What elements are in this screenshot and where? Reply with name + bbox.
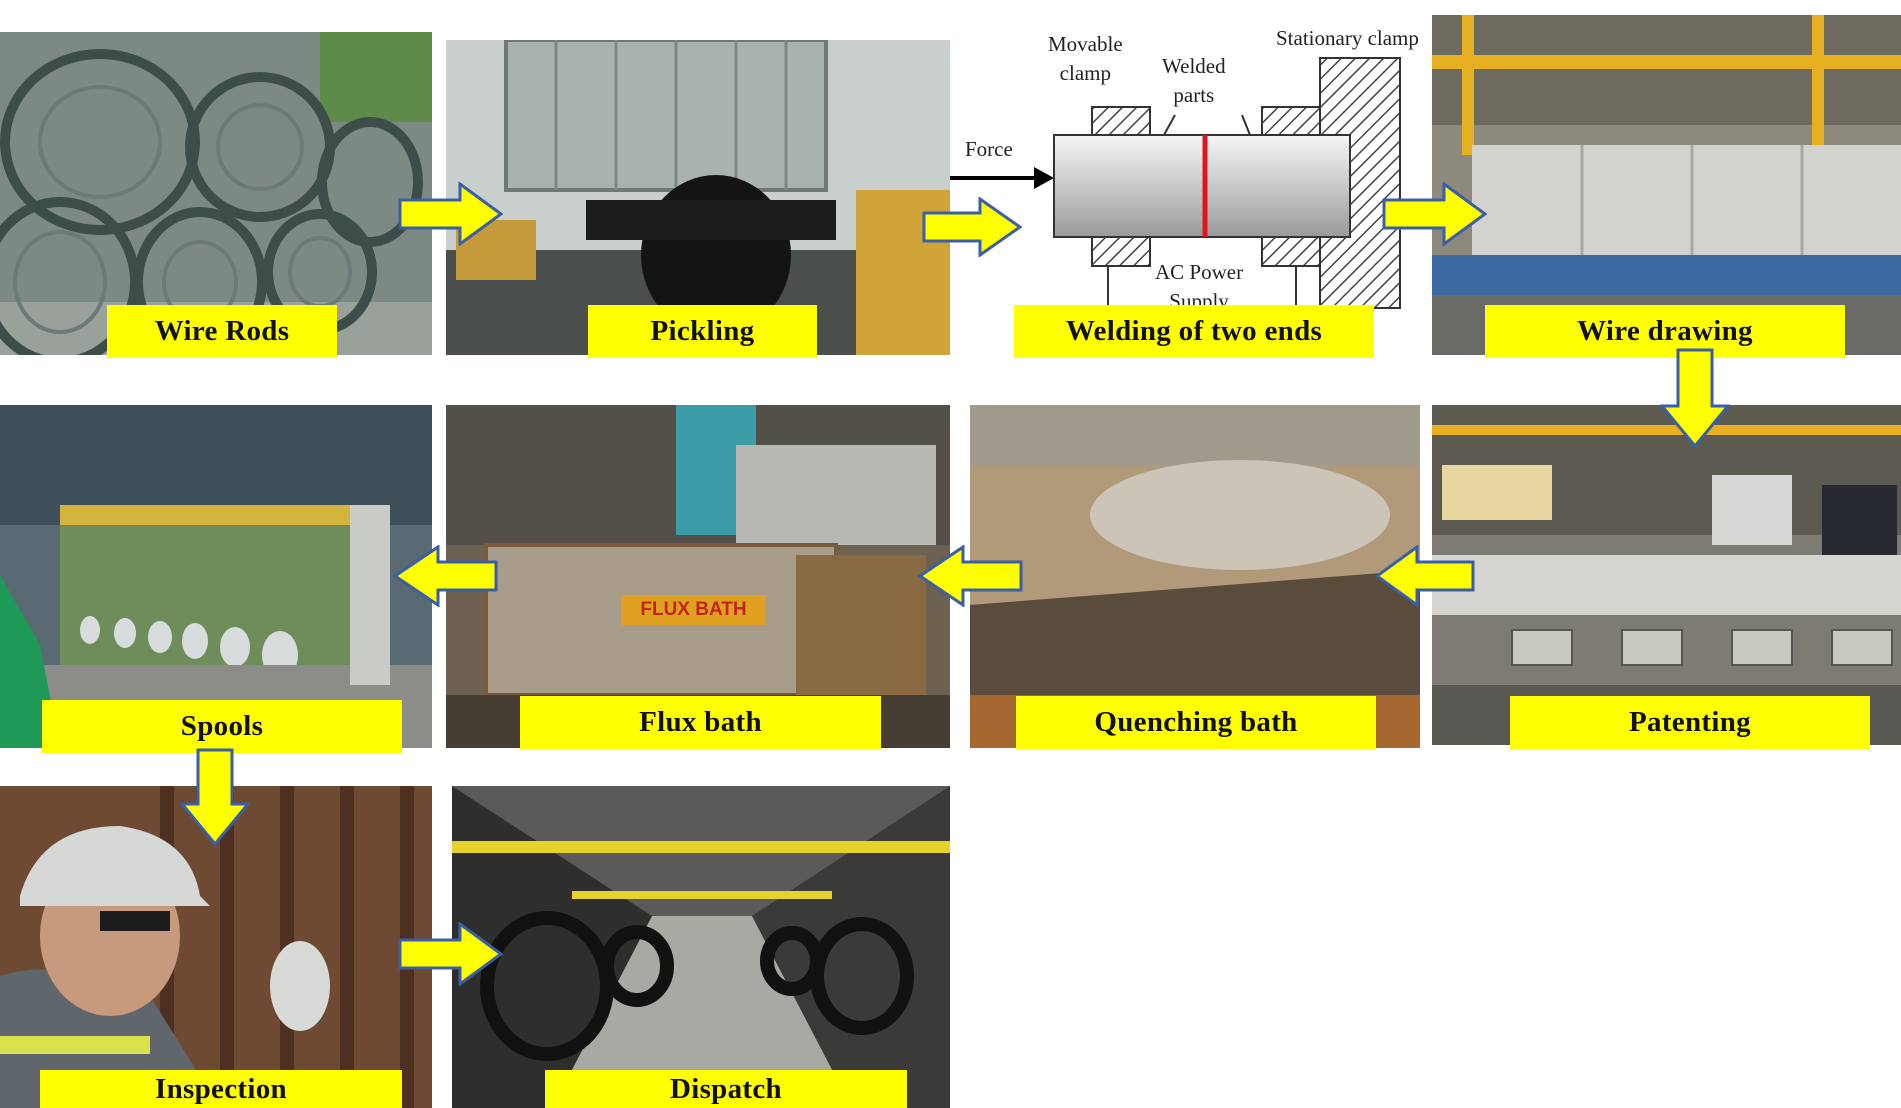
pickling-label: Pickling bbox=[588, 305, 817, 358]
wire-drawing-label: Wire drawing bbox=[1485, 305, 1845, 358]
dispatch-photo bbox=[452, 786, 950, 1108]
patenting-label: Patenting bbox=[1510, 696, 1870, 749]
arrow-right-icon bbox=[922, 197, 1022, 257]
movable-clamp-text: Movable clamp bbox=[1048, 32, 1123, 85]
spools-label: Spools bbox=[42, 700, 402, 753]
spools-photo bbox=[0, 405, 432, 748]
welding-diagram: Movable clamp Welded parts Stationary cl… bbox=[950, 10, 1430, 355]
dispatch-label: Dispatch bbox=[545, 1070, 907, 1108]
welded-parts-text: Welded parts bbox=[1162, 54, 1226, 107]
inspection-label: Inspection bbox=[40, 1070, 402, 1108]
arrow-right-icon bbox=[398, 922, 503, 986]
wire-rods-label: Wire Rods bbox=[107, 305, 337, 358]
arrow-left-icon bbox=[393, 545, 498, 607]
wire-drawing-photo bbox=[1432, 15, 1901, 355]
stationary-clamp-text: Stationary clamp bbox=[1276, 26, 1419, 50]
flux-bath-label: Flux bath bbox=[520, 696, 881, 749]
arrow-right-icon bbox=[398, 182, 503, 246]
flux-sign-text: FLUX BATH bbox=[640, 599, 747, 620]
quenching-bath-label: Quenching bath bbox=[1016, 696, 1376, 749]
force-text: Force bbox=[965, 137, 1013, 161]
arrow-left-icon bbox=[1375, 545, 1475, 607]
arrow-down-icon bbox=[180, 748, 250, 846]
welding-label: Welding of two ends bbox=[1014, 305, 1374, 358]
inspection-photo bbox=[0, 786, 432, 1108]
patenting-photo bbox=[1432, 405, 1901, 745]
arrow-down-icon bbox=[1660, 348, 1730, 448]
arrow-left-icon bbox=[918, 545, 1023, 607]
arrow-right-icon bbox=[1382, 182, 1487, 246]
